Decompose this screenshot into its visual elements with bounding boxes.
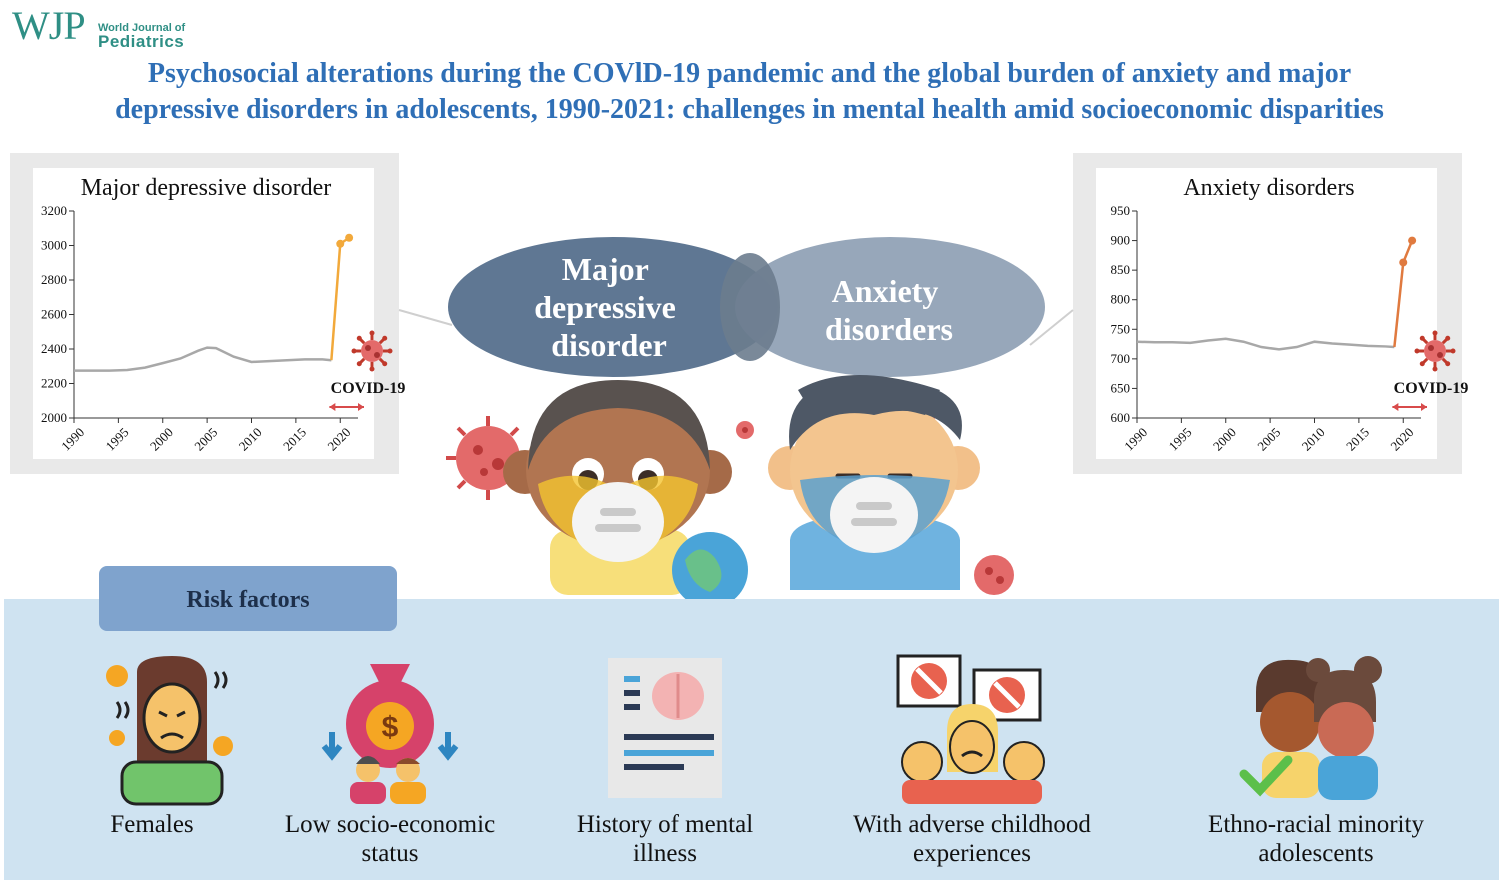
anx-series-line [1136,337,1395,351]
risk-label-females: Females [110,811,194,838]
svg-text:$: $ [382,711,399,744]
bubble-left-line-3: disorder [551,327,667,363]
risk-label-ethno-2: adolescents [1258,840,1374,867]
anx-y-tick-label: 600 [1111,410,1131,425]
logo-line2: Pediatrics [98,32,185,51]
mdd-series-line [74,346,332,372]
bubble-anxiety [735,237,1045,377]
center-illustration: Major depressive disorder Anxiety disord… [446,237,1045,608]
chart-anxiety-svg: Anxiety disorders 600 650 700 750 800 850 900 95… [1111,175,1469,454]
anx-y-tick-label: 850 [1111,262,1131,277]
risk-label-mental-history-2: illness [633,840,697,867]
bubble-major-depressive [448,237,778,377]
bubble-right-line-1: Anxiety [832,273,939,309]
risk-label-low-ses-2: status [361,840,419,867]
connector-lines [398,309,1074,346]
title-line-1: Psychosocial alterations during the COVl… [147,58,1352,89]
risk-label-adverse-2: experiences [913,840,1031,867]
risk-label-mental-history-1: History of mental [576,811,754,838]
risk-factors-panel [4,599,1499,880]
mdd-y-tick-label: 3000 [41,238,67,253]
mdd-covid-annotation: COVID-19 [331,380,406,397]
risk-item-mental-history: History of mental illness [550,652,780,872]
anx-y-tick-label: 950 [1111,203,1131,218]
risk-item-females: Females [52,652,252,872]
chart-major-depressive: Major depressive disorder 2000 2200 2400 260… [10,153,405,474]
journal-logo: WJP World Journal of Pediatrics [8,2,228,54]
risk-factors-tab: Risk factors [99,566,397,631]
anx-covid-point [1408,236,1417,245]
logo-line1: World Journal of [98,22,186,34]
mdd-y-tick-label: 2000 [41,410,67,425]
masked-boy-icon [768,375,980,590]
anx-y-tick-label: 750 [1111,321,1131,336]
title-line-2: depressive disorders in adolescents, 199… [115,94,1384,125]
mdd-y-tick-label: 2400 [41,341,67,356]
virus-icon [974,555,1014,595]
figure-title: Psychosocial alterations during the COVl… [0,56,1499,128]
risk-label-adverse-1: With adverse childhood [853,811,1091,838]
anx-y-tick-label: 800 [1111,292,1131,307]
mdd-chart-title: Major depressive disorder [81,175,332,201]
risk-label-low-ses-1: Low socio-economic [284,811,496,838]
virus-icon [736,421,754,439]
risk-item-adverse-childhood: With adverse childhood experiences [842,652,1102,872]
virus-icon [351,330,393,372]
masked-girl-icon [503,380,748,608]
risk-item-ethno-racial: Ethno-racial minority adolescents [1186,652,1446,872]
risk-item-low-ses: $ Low socio-economic status [270,652,510,872]
chart-anxiety: Anxiety disorders 600 650 700 750 800 850 900 95… [1073,153,1469,474]
medical-report-brain-icon [608,658,722,798]
anx-y-tick-label: 650 [1111,380,1131,395]
two-children-icon [1239,656,1382,800]
anx-covid-point [1399,258,1408,267]
mdd-y-tick-label: 2200 [41,376,67,391]
bubble-left-text: Major depressive disorder [534,251,684,363]
bubble-right-text: Anxiety disorders [825,273,953,347]
chart-major-depressive-svg: Major depressive disorder 2000 2200 2400 260… [41,175,405,454]
money-bag-down-icon: $ [321,664,459,804]
bubble-right-line-2: disorders [825,311,953,347]
distressed-female-icon [106,656,233,806]
mdd-covid-point [345,233,354,242]
anx-chart-title: Anxiety disorders [1183,175,1354,201]
mdd-covid-point [336,239,345,248]
protest-signs-icon [896,654,1045,804]
mdd-y-tick-label: 3200 [41,203,67,218]
bubble-left-line-2: depressive [534,289,676,325]
bubble-overlap [720,253,780,361]
anx-y-tick-label: 700 [1111,351,1131,366]
anx-y-tick-label: 900 [1111,233,1131,248]
logo-mark: WJP [12,3,86,48]
mdd-y-tick-label: 2600 [41,307,67,322]
mdd-y-tick-label: 2800 [41,272,67,287]
risk-label-ethno-1: Ethno-racial minority [1208,811,1424,838]
virus-icon [1414,330,1456,372]
bubble-left-line-1: Major [562,251,649,287]
anx-covid-annotation: COVID-19 [1394,380,1469,397]
